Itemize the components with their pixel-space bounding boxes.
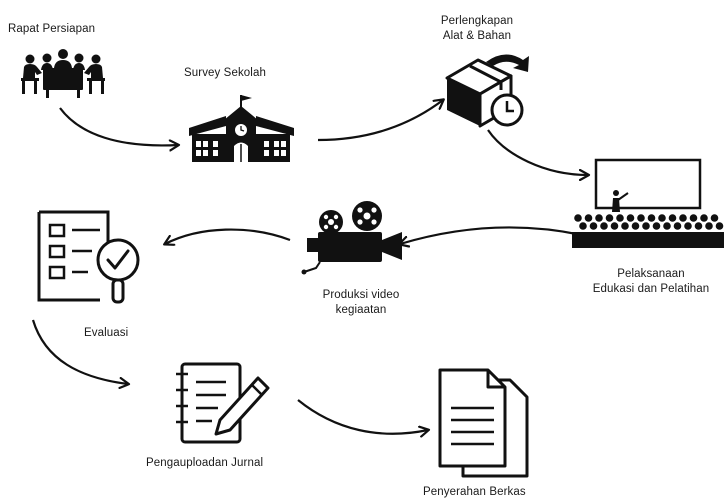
audience-head — [652, 222, 661, 230]
audience-head — [705, 222, 713, 230]
audience-presentation-icon — [572, 158, 724, 248]
arrow-survey-to-equipment — [317, 100, 443, 142]
audience-head — [684, 222, 692, 230]
audience-head — [668, 214, 677, 222]
step-label-pengauploadan-jurnal: Pengauploadan Jurnal — [146, 457, 264, 469]
audience-head — [579, 222, 587, 230]
audience-head — [658, 214, 666, 222]
audience-head — [584, 214, 593, 222]
audience-head — [631, 222, 640, 230]
audience-head — [694, 222, 703, 230]
audience-head — [642, 222, 650, 230]
audience-head — [663, 222, 671, 230]
audience-head — [715, 222, 724, 230]
audience-head — [637, 214, 645, 222]
arrow-evaluation-to-journal — [31, 319, 128, 384]
audience-head — [710, 214, 719, 222]
arrow-video-to-evaluation — [165, 228, 291, 244]
step-label-line: kegiaatan — [335, 304, 387, 316]
documents-icon — [438, 368, 529, 478]
audience-head — [621, 222, 629, 230]
checklist-magnifier-icon — [37, 210, 140, 304]
audience-head — [605, 214, 614, 222]
audience-head — [600, 222, 608, 230]
audience-head — [647, 214, 656, 222]
arrow-equipment-to-training — [487, 129, 588, 175]
step-label-line: Perlengkapan — [440, 15, 514, 27]
step-label-evaluasi: Evaluasi — [84, 327, 129, 339]
video-camera-icon — [301, 201, 402, 275]
step-label-pelaksanaan: Pelaksanaan Edukasi dan Pelatihan — [593, 267, 710, 297]
audience-head — [589, 222, 598, 230]
meeting-table-icon — [21, 49, 105, 98]
arrow-training-to-video — [400, 226, 583, 244]
audience-head — [673, 222, 682, 230]
step-label-line: Edukasi dan Pelatihan — [592, 283, 710, 295]
audience-head — [616, 214, 624, 222]
audience-head — [626, 214, 635, 222]
audience-head — [595, 214, 603, 222]
step-label-produksi-video: Produksi video kegiaatan — [323, 288, 400, 318]
school-building-icon — [189, 95, 294, 162]
audience-head — [700, 214, 708, 222]
audience-head — [689, 214, 698, 222]
step-label-penyerahan-berkas: Penyerahan Berkas — [423, 486, 526, 498]
step-label-line: Produksi video — [322, 289, 400, 301]
audience-head — [574, 214, 582, 222]
audience-head — [610, 222, 619, 230]
step-label-perlengkapan: Perlengkapan Alat & Bahan — [441, 14, 513, 44]
arrow-journal-to-documents — [297, 399, 428, 434]
notebook-pencil-icon — [176, 362, 270, 444]
step-label-line: Pelaksanaan — [617, 268, 685, 280]
audience-head — [679, 214, 687, 222]
step-label-survey-sekolah: Survey Sekolah — [184, 67, 266, 79]
arrow-meeting-to-survey — [59, 107, 178, 145]
step-label-line: Alat & Bahan — [442, 30, 512, 42]
step-label-rapat-persiapan: Rapat Persiapan — [8, 23, 96, 35]
audience-heads — [574, 214, 724, 230]
box-with-clock-icon — [445, 54, 529, 128]
